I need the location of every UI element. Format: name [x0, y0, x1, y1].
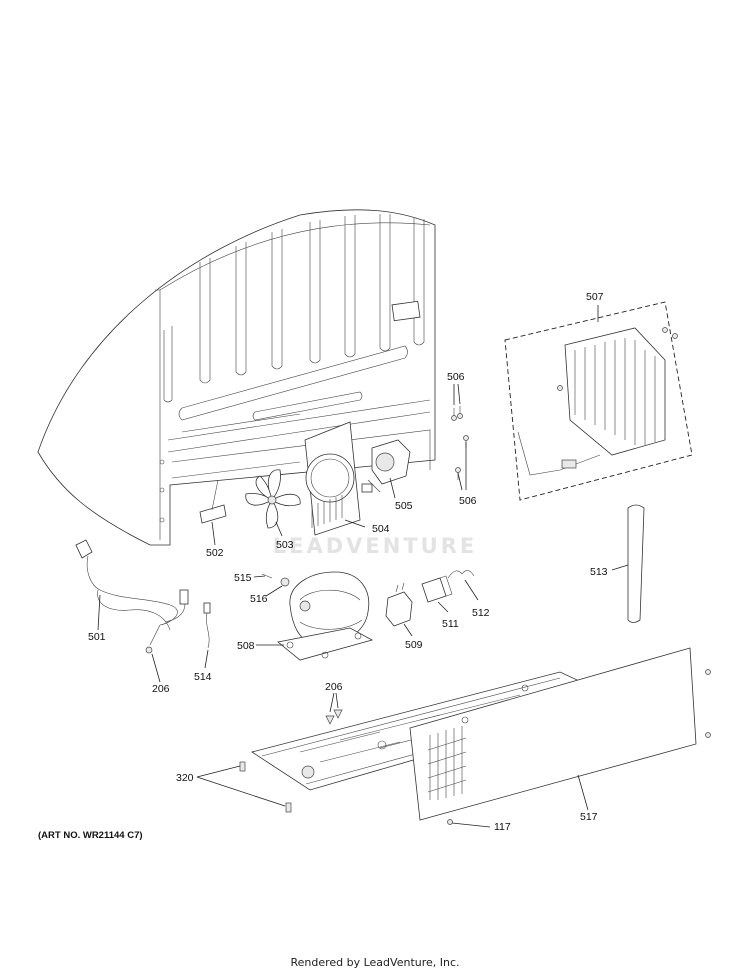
label-506-bottom[interactable]: 506	[459, 495, 477, 507]
footer-credit: Rendered by LeadVenture, Inc.	[290, 956, 459, 969]
label-512[interactable]: 512	[472, 607, 490, 619]
label-501[interactable]: 501	[88, 631, 106, 643]
part-517-grille-drawing	[409, 647, 711, 821]
part-511-capacitor-drawing	[421, 575, 453, 603]
part-labels: 507 506 506 505 504 503 502 513 515 516 …	[88, 291, 608, 833]
part-503-fan-drawing	[245, 469, 301, 529]
label-320[interactable]: 320	[176, 772, 194, 784]
part-206-screws-center-drawing	[325, 709, 343, 725]
label-503[interactable]: 503	[276, 539, 294, 551]
label-506-top[interactable]: 506	[447, 371, 465, 383]
part-513-strip-drawing	[627, 504, 645, 623]
part-514-sensor-drawing	[203, 602, 211, 649]
part-320-feet-drawing	[239, 761, 292, 813]
label-206-left[interactable]: 206	[152, 683, 170, 695]
label-206-center[interactable]: 206	[325, 681, 343, 693]
part-117-screw-drawing	[447, 819, 453, 825]
part-512-clip-drawing	[447, 570, 475, 579]
part-509-relay-drawing	[385, 582, 413, 627]
part-507-condenser-drawing	[504, 301, 693, 501]
part-515-516-drawing	[261, 573, 290, 587]
part-508-compressor-drawing	[277, 571, 374, 661]
label-505[interactable]: 505	[395, 500, 413, 512]
part-501-cord-drawing	[75, 539, 189, 646]
label-517[interactable]: 517	[580, 811, 598, 823]
label-514[interactable]: 514	[194, 671, 212, 683]
label-502[interactable]: 502	[206, 547, 224, 559]
part-506-screws-drawing	[451, 406, 469, 480]
label-515[interactable]: 515	[234, 572, 252, 584]
label-516[interactable]: 516	[250, 593, 268, 605]
label-509[interactable]: 509	[405, 639, 423, 651]
part-502-drawing	[199, 479, 227, 524]
part-505-motor-drawing	[361, 439, 411, 493]
cabinet-back-panel	[37, 209, 436, 546]
label-511[interactable]: 511	[442, 618, 459, 630]
art-number: (ART NO. WR21144 C7)	[38, 830, 143, 841]
label-507[interactable]: 507	[586, 291, 604, 303]
label-513[interactable]: 513	[590, 566, 608, 578]
part-504-bracket-drawing	[304, 421, 361, 536]
watermark: LEADVENTURE	[273, 534, 477, 558]
label-508[interactable]: 508	[237, 640, 255, 652]
label-117[interactable]: 117	[494, 821, 511, 833]
label-504[interactable]: 504	[372, 523, 390, 535]
part-206-screw-left-drawing	[145, 646, 153, 654]
leader-lines	[97, 305, 629, 828]
